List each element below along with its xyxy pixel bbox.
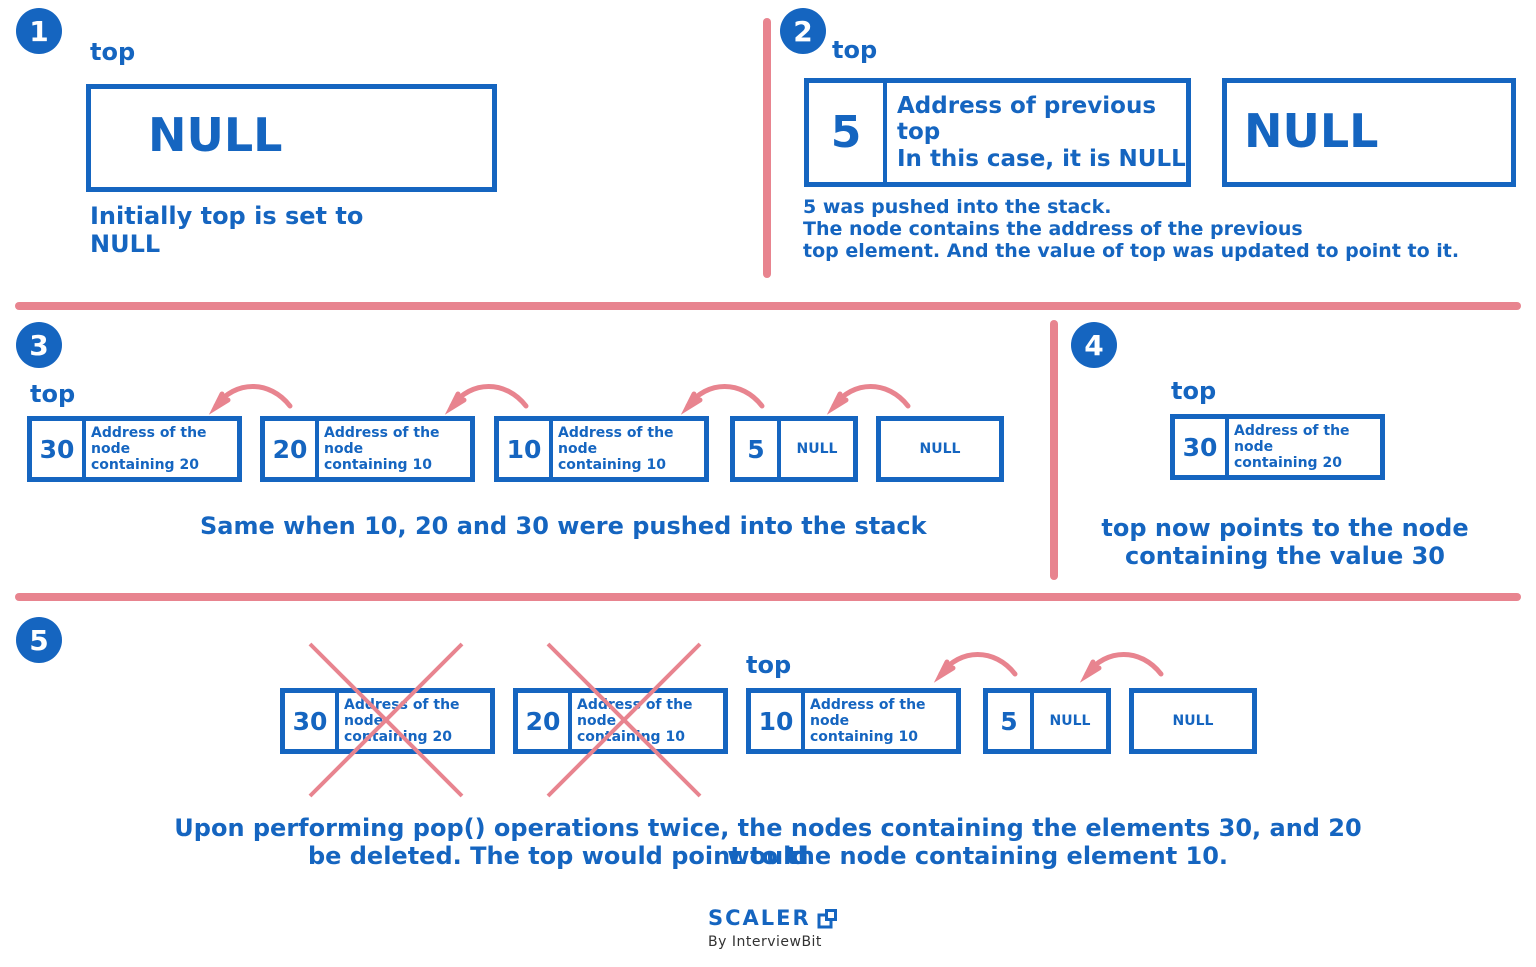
top-label: top xyxy=(90,38,136,66)
node-value: 5 xyxy=(735,421,781,477)
node-value: 10 xyxy=(751,693,805,749)
node-value: 30 xyxy=(285,693,339,749)
scaler-logo: SCALER xyxy=(708,906,839,930)
stack-node-5: 5 NULL xyxy=(730,416,858,482)
link-arrow xyxy=(449,384,529,409)
stack-node-10: 10 Address of the node containing 10 xyxy=(746,688,961,754)
node-address-line-1: Address of the node xyxy=(558,424,674,457)
null-node: NULL xyxy=(876,416,1004,482)
node-address-line-2: containing 20 xyxy=(91,457,199,474)
node-value: 20 xyxy=(265,421,319,477)
link-arrows xyxy=(208,384,911,415)
step-badge-2: 2 xyxy=(780,8,826,54)
node-value: 30 xyxy=(1175,419,1229,475)
stack-node-20: 20 Address of the node containing 10 xyxy=(260,416,475,482)
step-badge-4: 4 xyxy=(1071,322,1117,368)
node-address: NULL xyxy=(796,440,838,457)
caption-line-2: containing the value 30 xyxy=(1124,542,1445,570)
cross-mark-icon xyxy=(308,642,464,798)
node-address-line-1: Address of the node xyxy=(324,424,440,457)
node-address: NULL xyxy=(1049,712,1091,729)
null-text: NULL xyxy=(1244,104,1379,158)
stack-node-5: 5 NULL xyxy=(983,688,1111,754)
arrow-head xyxy=(444,391,467,415)
separator-vertical-top xyxy=(763,18,771,278)
node-address-line-2: containing 10 xyxy=(324,457,432,474)
cross-mark-icon xyxy=(546,642,702,798)
top-label: top xyxy=(746,651,792,679)
node-address: Address of the node containing 10 xyxy=(553,421,704,477)
top-label: top xyxy=(1171,377,1217,405)
node-address-line-2: containing 20 xyxy=(1234,455,1342,472)
node-value: 20 xyxy=(518,693,572,749)
link-arrow xyxy=(831,384,911,409)
node-address-line-2: containing 10 xyxy=(558,457,666,474)
arrow-head xyxy=(1079,659,1102,683)
logo-text: SCALER xyxy=(708,906,811,930)
link-arrow xyxy=(213,384,293,409)
link-arrow xyxy=(685,384,765,409)
top-label: top xyxy=(832,36,878,64)
delete-crosses xyxy=(308,642,702,798)
stack-node-30: 30 Address of the node containing 20 xyxy=(1170,414,1385,480)
caption-line-1: top now points to the node xyxy=(1101,514,1469,542)
separator-vertical-middle xyxy=(1050,320,1058,580)
step-badge-1: 1 xyxy=(16,8,62,54)
node-address-line-1: Address of the node xyxy=(91,424,207,457)
caption-line-3: top element. And the value of top was up… xyxy=(803,240,1460,262)
null-text: NULL xyxy=(148,108,283,162)
caption-line-2: be deleted. The top would point to the n… xyxy=(307,842,1229,870)
caption: Same when 10, 20 and 30 were pushed into… xyxy=(200,512,927,540)
arrow-head xyxy=(933,659,956,683)
link-arrows xyxy=(933,652,1164,683)
arrow-head xyxy=(208,391,231,415)
separator-horizontal-2 xyxy=(15,593,1521,601)
node-address: Address of the node containing 10 xyxy=(805,693,956,749)
link-arrow xyxy=(1084,652,1164,677)
node-value: 10 xyxy=(499,421,553,477)
logo-subtext: By InterviewBit xyxy=(708,934,822,950)
separator-horizontal-1 xyxy=(15,302,1521,310)
caption-line-1: 5 was pushed into the stack. xyxy=(803,196,1112,218)
node-address: Address of the node containing 20 xyxy=(1229,419,1380,475)
node-address: Address of the node containing 10 xyxy=(319,421,470,477)
node-address-line-2: In this case, it is NULL xyxy=(897,145,1186,172)
node-address-line-1: Address of the node xyxy=(810,696,926,729)
step-badge-3: 3 xyxy=(16,322,62,368)
caption-line-1: Upon performing pop() operations twice, … xyxy=(174,814,1362,870)
step-badge-5: 5 xyxy=(16,617,62,663)
null-node: NULL xyxy=(1129,688,1257,754)
stack-node-5: 5 Address of previous top In this case, … xyxy=(804,78,1191,187)
link-arrow xyxy=(938,652,1018,677)
node-value: 30 xyxy=(32,421,86,477)
caption-line-2: NULL xyxy=(90,230,161,258)
node-value: 5 xyxy=(988,693,1034,749)
null-box xyxy=(1222,78,1516,187)
null-box xyxy=(86,84,497,192)
caption-line-1: Initially top is set to xyxy=(90,202,364,230)
node-value: 5 xyxy=(809,83,887,182)
null-text: NULL xyxy=(1172,712,1214,729)
stack-node-30: 30 Address of the node containing 20 xyxy=(27,416,242,482)
caption-line-2: The node contains the address of the pre… xyxy=(803,218,1303,240)
null-text: NULL xyxy=(919,440,961,457)
node-address-line-2: containing 10 xyxy=(810,729,918,746)
arrow-head xyxy=(826,391,849,415)
scaler-logo-icon xyxy=(817,909,837,929)
node-address-line-1: Address of previous top xyxy=(897,92,1157,146)
arrow-head xyxy=(680,391,703,415)
node-address: Address of the node containing 20 xyxy=(86,421,237,477)
node-address-line-1: Address of the node xyxy=(1234,422,1350,455)
top-label: top xyxy=(30,380,76,408)
node-address: Address of previous top In this case, it… xyxy=(887,83,1186,182)
stack-node-10: 10 Address of the node containing 10 xyxy=(494,416,709,482)
